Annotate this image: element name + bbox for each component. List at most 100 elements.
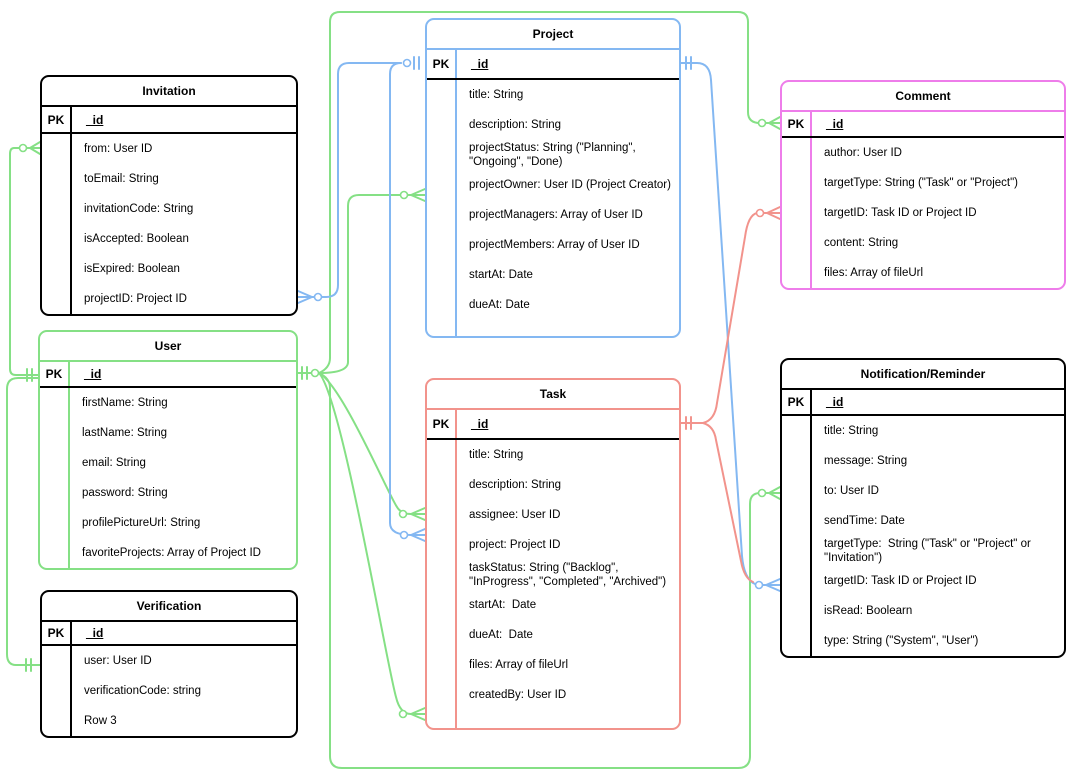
pk-field: _id xyxy=(86,112,104,127)
wire-task-notification[interactable] xyxy=(702,422,754,583)
pk-label: PK xyxy=(42,107,72,132)
field-text: projectOwner: User ID (Project Creator) xyxy=(469,179,671,191)
field-text: invitationCode: String xyxy=(84,203,194,215)
field-text: title: String xyxy=(469,449,524,461)
field-text: files: Array of fileUrl xyxy=(469,659,569,671)
field-row: targetID: Task ID or Project ID xyxy=(812,566,1064,596)
field-text: dueAt: Date xyxy=(469,299,530,311)
field-row: startAt: Date xyxy=(457,590,679,620)
field-text: firstName: String xyxy=(82,397,168,409)
pk-label: PK xyxy=(782,390,812,414)
pk-row: PK_id xyxy=(40,362,296,388)
field-text: title: String xyxy=(824,425,879,437)
pk-label: PK xyxy=(782,112,812,136)
pk-row: PK _id xyxy=(782,390,1064,416)
field-text: Row 3 xyxy=(84,715,117,727)
wire-user-task-assignee[interactable] xyxy=(318,372,426,521)
field-text: startAt: Date xyxy=(469,599,537,611)
field-text: projectManagers: Array of User ID xyxy=(469,209,643,221)
field-row: description: String xyxy=(457,110,679,140)
field-text: projectID: Project ID xyxy=(84,293,187,305)
wire-user-project-owner[interactable] xyxy=(318,188,426,374)
field-text: user: User ID xyxy=(84,655,152,667)
field-row: message: String xyxy=(812,446,1064,476)
pk-row: PK _id xyxy=(42,107,296,134)
field-row: Row 3 xyxy=(72,706,296,736)
wire-user-comment[interactable] xyxy=(318,11,781,374)
field-row: title: String xyxy=(812,416,1064,446)
field-text: assignee: User ID xyxy=(469,509,561,521)
field-row: isRead: Boolearn xyxy=(812,596,1064,626)
field-row: password: String xyxy=(70,478,296,508)
pk-column-spacer xyxy=(782,138,812,288)
pk-column-spacer xyxy=(782,416,812,656)
pk-row: PK _id xyxy=(427,50,679,80)
pk-column-spacer xyxy=(427,440,457,728)
field-row: title: String xyxy=(457,80,679,110)
pk-field: _id xyxy=(826,117,844,131)
field-text: targetID: Task ID or Project ID xyxy=(824,575,977,587)
field-text: "Invitation") xyxy=(824,552,883,564)
field-text: projectStatus: String ("Planning", xyxy=(469,142,636,154)
field-row: targetType: String ("Task" or "Project" … xyxy=(812,536,1064,566)
field-text: type: String ("System", "User") xyxy=(824,635,979,647)
field-text: sendTime: Date xyxy=(824,515,905,527)
field-row: to: User ID xyxy=(812,476,1064,506)
pk-label: PK xyxy=(427,50,457,78)
field-text: projectMembers: Array of User ID xyxy=(469,239,640,251)
field-row: title: String xyxy=(457,440,679,470)
field-row: createdBy: User ID xyxy=(457,680,679,710)
field-text: "InProgress", "Completed", "Archived") xyxy=(469,576,667,588)
wire-user-verification[interactable] xyxy=(6,377,41,672)
field-row: description: String xyxy=(457,470,679,500)
pk-column-spacer xyxy=(427,80,457,336)
wire-user-invitation[interactable] xyxy=(9,141,41,382)
field-text: verificationCode: string xyxy=(84,685,201,697)
entity-title: Invitation xyxy=(42,77,296,107)
field-text: to: User ID xyxy=(824,485,879,497)
entity-title: Project xyxy=(427,20,679,50)
field-row: projectStatus: String ("Planning","Ongoi… xyxy=(457,140,679,170)
field-text: author: User ID xyxy=(824,147,902,159)
pk-field: _id xyxy=(471,417,489,431)
field-row: content: String xyxy=(812,228,1064,258)
pk-field: _id xyxy=(471,57,489,71)
pk-column-spacer xyxy=(40,388,70,568)
field-row: toEmail: String xyxy=(72,164,296,194)
entity-title: Task xyxy=(427,380,679,410)
wire-user-task-createdby[interactable] xyxy=(318,372,426,721)
wire-task-project[interactable] xyxy=(389,56,426,542)
pk-row: PK_id xyxy=(427,410,679,440)
field-row: files: Array of fileUrl xyxy=(812,258,1064,288)
field-row: type: String ("System", "User") xyxy=(812,626,1064,656)
entity-title: Notification/Reminder xyxy=(782,360,1064,390)
field-text: dueAt: Date xyxy=(469,629,533,641)
wire-task-comment[interactable] xyxy=(680,206,781,430)
pk-field: _id xyxy=(826,395,844,409)
field-row: from: User ID xyxy=(72,134,296,164)
field-text: isAccepted: Boolean xyxy=(84,233,189,245)
wire-user-notification-to[interactable] xyxy=(318,372,781,769)
field-row: taskStatus: String ("Backlog","InProgres… xyxy=(457,560,679,590)
field-text: favoriteProjects: Array of Project ID xyxy=(82,547,261,559)
field-row: projectID: Project ID xyxy=(72,284,296,314)
wire-user-trunk-marker[interactable] xyxy=(297,366,320,380)
field-text: message: String xyxy=(824,455,908,467)
field-text: password: String xyxy=(82,487,168,499)
field-row: assignee: User ID xyxy=(457,500,679,530)
pk-label: PK xyxy=(40,362,70,386)
wire-invitation-project[interactable] xyxy=(297,62,402,304)
field-text: startAt: Date xyxy=(469,269,533,281)
entity-title: Verification xyxy=(42,592,296,622)
field-row: projectMembers: Array of User ID xyxy=(457,230,679,260)
pk-row: PK _id xyxy=(782,112,1064,138)
field-row: invitationCode: String xyxy=(72,194,296,224)
